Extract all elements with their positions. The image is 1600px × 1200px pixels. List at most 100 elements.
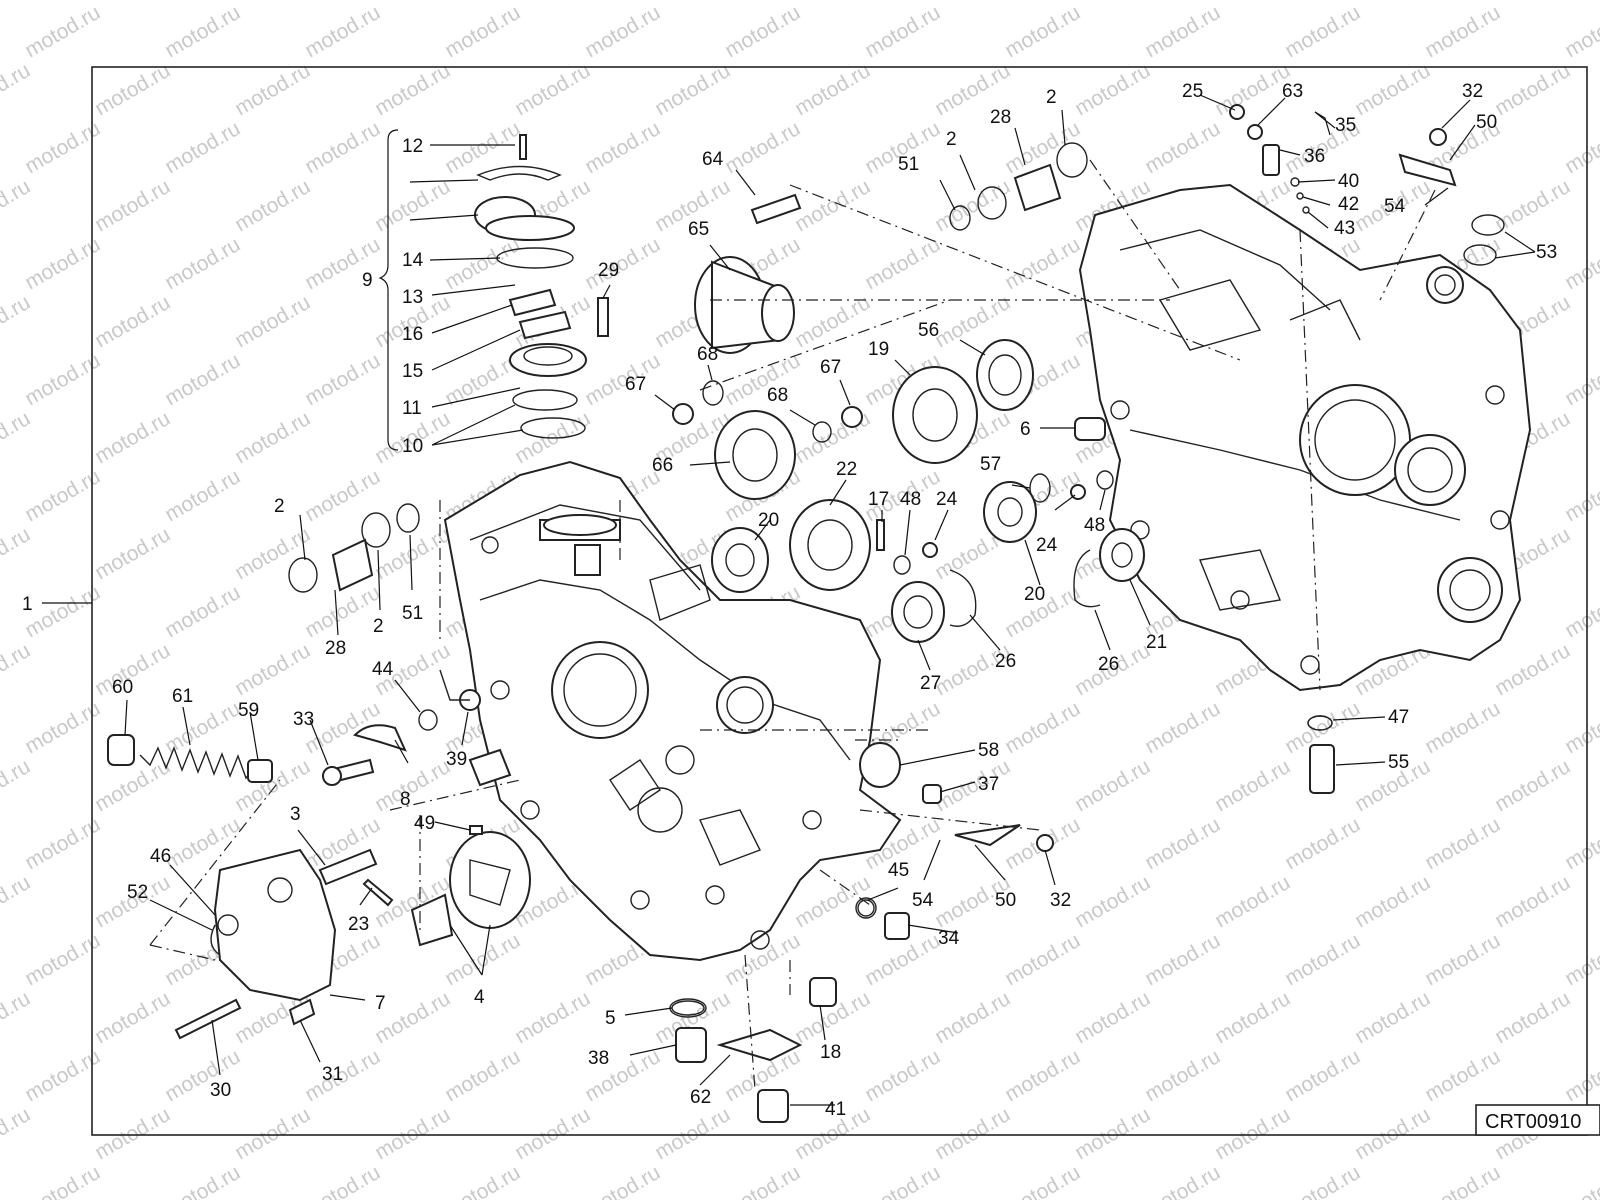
watermark-text: motod.ru	[0, 755, 34, 816]
callout-label: 33	[293, 709, 314, 730]
watermark-text: motod.ru	[1141, 813, 1224, 874]
callout-label: 55	[1388, 752, 1409, 773]
callout-label: 18	[820, 1042, 841, 1063]
callout-label: 28	[990, 107, 1011, 128]
watermark-text: motod.ru	[1141, 117, 1224, 178]
parts-layer	[107, 104, 1505, 1123]
watermark-text: motod.ru	[161, 581, 244, 642]
watermark-text: motod.ru	[371, 0, 454, 4]
callout-label: 50	[995, 890, 1016, 911]
callout-label: 37	[978, 774, 999, 795]
watermark-text: motod.ru	[161, 233, 244, 294]
watermark-text: motod.ru	[231, 639, 314, 700]
watermark-text: motod.ru	[161, 1045, 244, 1106]
watermark-text: motod.ru	[1211, 0, 1294, 4]
watermark-text: motod.ru	[441, 117, 524, 178]
watermark-text: motod.ru	[1491, 0, 1574, 4]
callout-label: 3	[290, 804, 301, 825]
watermark-text: motod.ru	[1491, 755, 1574, 816]
watermark-text: motod.ru	[1421, 1045, 1504, 1106]
watermark-text: motod.ru	[861, 1, 944, 62]
watermark-text: motod.ru	[1001, 697, 1084, 758]
callout-label: 22	[836, 459, 857, 480]
watermark-text: motod.ru	[0, 0, 34, 4]
diagram-code: CRT00910	[1485, 1111, 1581, 1133]
callout-label: 44	[372, 659, 394, 680]
watermark-text: motod.ru	[91, 407, 174, 468]
watermark-text: motod.ru	[1421, 1161, 1504, 1200]
watermark-text: motod.ru	[1281, 1161, 1364, 1200]
diagram-code-box	[1475, 1104, 1600, 1136]
watermark-text: motod.ru	[1071, 1103, 1154, 1164]
callout-label: 35	[1335, 115, 1356, 136]
callout-label: 64	[702, 149, 724, 170]
watermark-text: motod.ru	[1491, 639, 1574, 700]
watermark-text: motod.ru	[1421, 697, 1504, 758]
watermark-text: motod.ru	[1561, 1045, 1600, 1106]
watermark-text: motod.ru	[581, 349, 664, 410]
watermark-text: motod.ru	[1281, 929, 1364, 990]
watermark-text: motod.ru	[1561, 581, 1600, 642]
callout-label: 50	[1476, 112, 1497, 133]
callout-label: 36	[1304, 146, 1325, 167]
callout-label: 66	[652, 455, 673, 476]
watermark-text: motod.ru	[0, 523, 34, 584]
watermark-text: motod.ru	[301, 581, 384, 642]
callout-label: 43	[1334, 218, 1355, 239]
callout-label: 32	[1462, 81, 1483, 102]
watermark-text: motod.ru	[441, 1161, 524, 1200]
watermark-text: motod.ru	[861, 1161, 944, 1200]
callout-label: 63	[1282, 81, 1303, 102]
watermark-text: motod.ru	[301, 465, 384, 526]
callout-label: 10	[402, 436, 423, 457]
watermark-text: motod.ru	[1211, 1103, 1294, 1164]
callout-label: 20	[758, 510, 779, 531]
watermark-text: motod.ru	[791, 59, 874, 120]
callout-label: 27	[920, 673, 941, 694]
callout-label: 29	[598, 260, 619, 281]
watermark-text: motod.ru	[301, 349, 384, 410]
callout-label: 48	[1084, 515, 1105, 536]
watermark-text: motod.ru	[91, 59, 174, 120]
callout-label: 24	[1036, 535, 1058, 556]
callout-label: 31	[322, 1064, 343, 1085]
watermark-text: motod.ru	[231, 175, 314, 236]
watermark-text: motod.ru	[1141, 1161, 1224, 1200]
assembly-lines	[149, 159, 1436, 1091]
watermark-text: motod.ru	[1561, 1161, 1600, 1200]
watermark-text: motod.ru	[1211, 755, 1294, 816]
callout-label: 51	[898, 154, 919, 175]
callout-label: 6	[1020, 419, 1031, 440]
watermark-text: motod.ru	[791, 175, 874, 236]
watermark-text: motod.ru	[1001, 233, 1084, 294]
watermark-text: motod.ru	[91, 175, 174, 236]
callout-label: 17	[868, 489, 889, 510]
watermark-text: motod.ru	[231, 407, 314, 468]
watermark-text: motod.ru	[301, 117, 384, 178]
callout-label: 59	[238, 700, 259, 721]
callout-label: 26	[1098, 654, 1119, 675]
watermark-text: motod.ru	[931, 1103, 1014, 1164]
watermark-text: motod.ru	[1561, 697, 1600, 758]
callout-label: 4	[474, 987, 485, 1008]
callout-label: 2	[373, 616, 384, 637]
watermark-text: motod.ru	[1281, 1, 1364, 62]
callout-label: 42	[1338, 194, 1359, 215]
callout-label: 7	[375, 993, 386, 1014]
callout-labels: 1 12 14 9 13 16 15 11 10 29 64 65 68 67 …	[22, 81, 1557, 1120]
callout-label: 15	[402, 361, 423, 382]
watermark-text: motod.ru	[1421, 1, 1504, 62]
callout-label: 12	[402, 136, 423, 157]
watermark-text: motod.ru	[231, 1103, 314, 1164]
callout-label: 26	[995, 651, 1016, 672]
callout-label: 46	[150, 846, 171, 867]
watermark-text: motod.ru	[1001, 1, 1084, 62]
callout-label: 56	[918, 320, 939, 341]
watermark-text: motod.ru	[21, 1, 104, 62]
watermark-text: motod.ru	[1421, 929, 1504, 990]
callout-label: 54	[1384, 196, 1406, 217]
watermark-text: motod.ru	[1071, 59, 1154, 120]
callout-label: 28	[325, 638, 346, 659]
callout-label: 47	[1388, 707, 1409, 728]
callout-label: 20	[1024, 584, 1045, 605]
